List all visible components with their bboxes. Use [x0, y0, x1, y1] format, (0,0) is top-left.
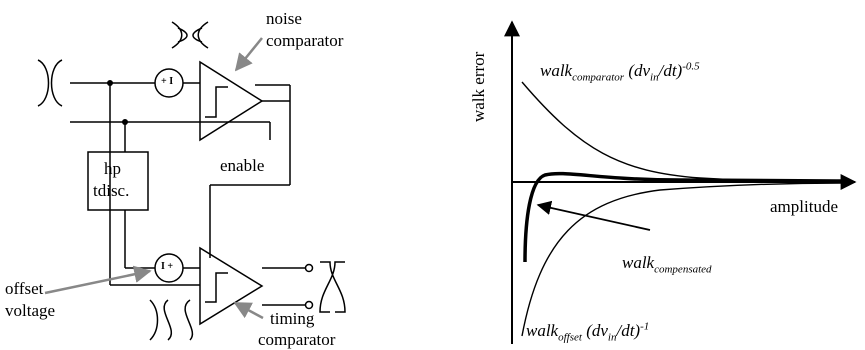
noise-pointer-arrow — [234, 37, 263, 72]
walk-compensated-label: walkcompensated — [622, 253, 712, 276]
offset-pointer-arrow — [44, 265, 152, 295]
y-axis-label: walk error — [469, 51, 488, 122]
output-terminal-1 — [304, 263, 314, 273]
noise-waveform — [171, 21, 209, 49]
timing-comparator — [199, 246, 264, 326]
input-waveform — [37, 59, 63, 107]
x-axis-label: amplitude — [770, 197, 838, 216]
offset-label: offset — [5, 279, 44, 298]
timing-comparator-label: comparator — [258, 330, 336, 349]
curve-walk-compensated — [523, 171, 843, 263]
noise-hysteresis — [205, 86, 228, 118]
curve-walk-offset — [521, 182, 843, 337]
walk-offset-label: walkoffset (dvin/dt)-1 — [526, 320, 650, 344]
noise-comparator-label: comparator — [266, 31, 344, 50]
timing-pointer-arrow — [233, 301, 264, 320]
voltage-label: voltage — [5, 301, 56, 320]
timing-label: timing — [270, 309, 315, 328]
enable-label: enable — [220, 156, 265, 175]
compensated-pointer-arrow — [536, 200, 651, 231]
adder-bottom-label: I + — [161, 261, 174, 272]
noise-label: noise — [266, 9, 302, 28]
junction-dot-2 — [122, 119, 128, 125]
hp-tdisc-box — [87, 151, 149, 211]
bottom-waveform — [149, 299, 194, 341]
curve-walk-comparator — [521, 81, 843, 182]
noise-comparator — [199, 60, 264, 142]
output-terminal-2 — [304, 300, 314, 310]
walk-comparator-label: walkcomparator (dvin/dt)-0.5 — [540, 60, 700, 84]
tdisc-label: tdisc. — [93, 181, 130, 200]
adder-top-label: + I — [161, 76, 174, 87]
timing-hysteresis — [205, 272, 228, 303]
junction-dot-1 — [107, 80, 113, 86]
output-waveform — [319, 261, 346, 313]
hp-label: hp — [104, 159, 121, 178]
